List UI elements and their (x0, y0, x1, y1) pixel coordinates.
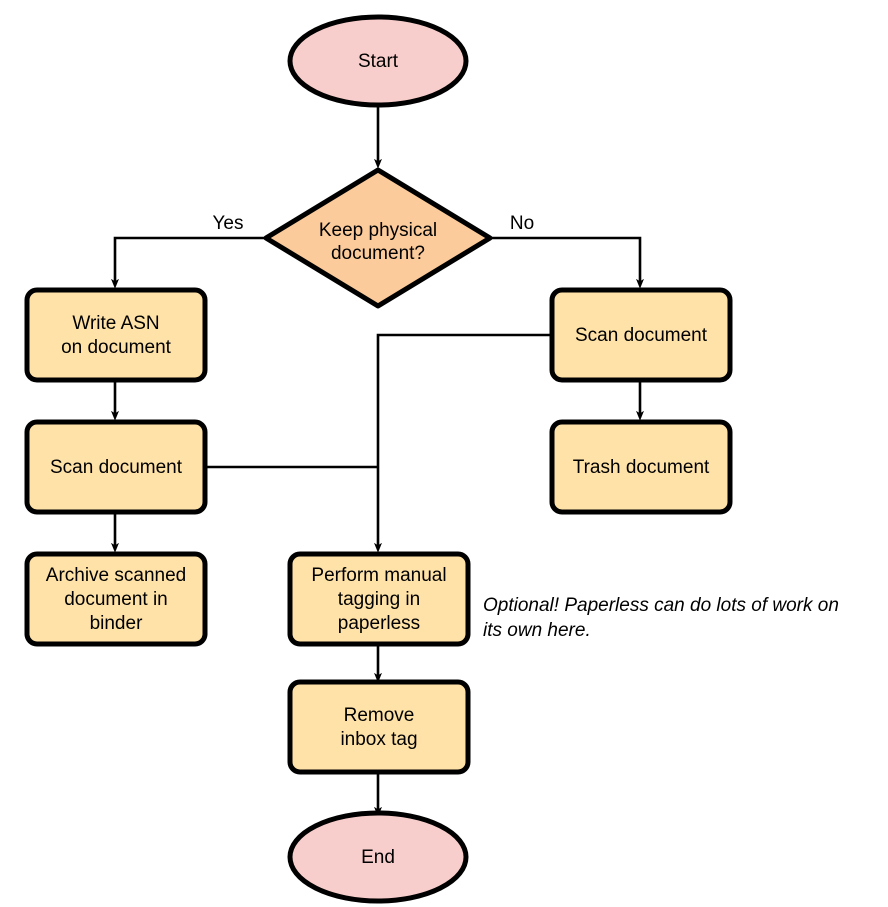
write-asn-label-line1: Write ASN (72, 313, 159, 334)
edge-scan-right-to-tagging (374, 333, 552, 553)
node-scan-document-left[interactable]: Scan document (24, 419, 208, 515)
edge-decision-no-to-scan-right (490, 236, 644, 289)
tagging-box-shape (287, 551, 471, 647)
node-remove-inbox-tag[interactable]: Remove inbox tag (287, 679, 471, 775)
write-asn-label-line2: on document (61, 337, 172, 358)
trash-label: Trash document (573, 457, 710, 478)
scan-right-box-shape (549, 287, 733, 383)
node-scan-document-right[interactable]: Scan document (549, 287, 733, 383)
node-trash-document[interactable]: Trash document (549, 419, 733, 515)
tagging-label-line2: tagging in (338, 589, 420, 610)
remove-inbox-label-line1: Remove (344, 705, 415, 726)
annotation-line2: its own here. (483, 620, 591, 641)
node-decision-keep-physical-document[interactable]: Keep physical document? (263, 167, 493, 309)
edge-label-no: No (510, 213, 534, 234)
edge-label-yes: Yes (213, 213, 244, 234)
annotation-line1: Optional! Paperless can do lots of work … (483, 595, 839, 616)
remove-inbox-label-line2: inbox tag (340, 729, 417, 750)
archive-label-line2: document in (64, 589, 168, 610)
node-archive-scanned-document[interactable]: Archive scanned document in binder (24, 551, 208, 647)
start-label: Start (358, 51, 399, 72)
write-asn-box-shape (24, 287, 208, 383)
edge-decision-yes-to-write-asn (111, 236, 265, 289)
decision-diamond-shape (263, 167, 493, 309)
annotation-note: Optional! Paperless can do lots of work … (483, 595, 839, 641)
scan-left-box-shape (24, 419, 208, 515)
decision-label-line2: document? (331, 243, 425, 264)
tagging-label-line3: paperless (338, 613, 420, 634)
archive-label-line1: Archive scanned (46, 565, 186, 586)
node-start[interactable]: Start (287, 14, 469, 108)
scan-left-label: Scan document (50, 457, 183, 478)
archive-box-shape (24, 551, 208, 647)
node-end[interactable]: End (287, 810, 469, 904)
end-ellipse-shape (287, 810, 469, 904)
decision-label-line1: Keep physical (319, 220, 437, 241)
tagging-label-line1: Perform manual (311, 565, 446, 586)
end-label: End (361, 847, 395, 868)
node-write-asn[interactable]: Write ASN on document (24, 287, 208, 383)
scan-right-label: Scan document (575, 325, 708, 346)
archive-label-line3: binder (90, 613, 143, 634)
start-ellipse-shape (287, 14, 469, 108)
trash-box-shape (549, 419, 733, 515)
node-perform-manual-tagging[interactable]: Perform manual tagging in paperless (287, 551, 471, 647)
remove-inbox-box-shape (287, 679, 471, 775)
